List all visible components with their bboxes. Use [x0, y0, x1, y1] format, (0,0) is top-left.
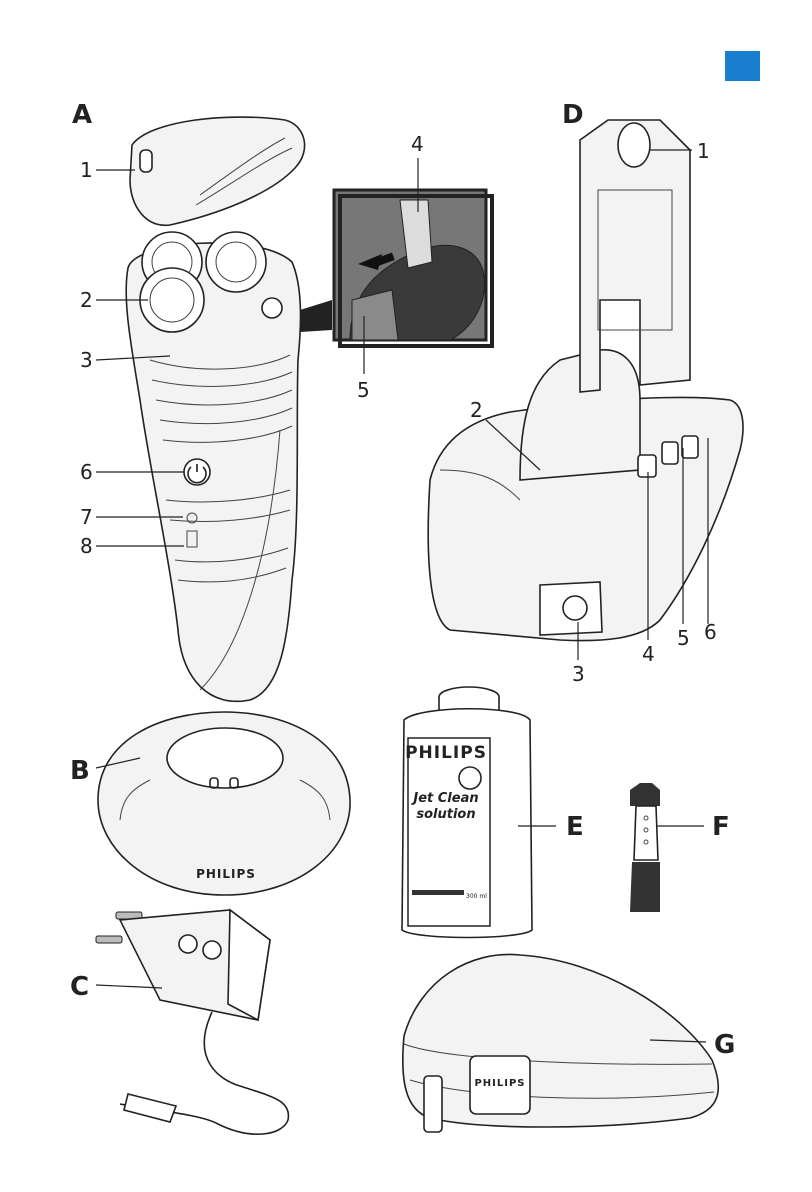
callout-a2: 2: [80, 288, 93, 312]
callout-a4: 4: [411, 132, 424, 156]
callout-a1: 1: [80, 158, 93, 182]
travel-pouch: PHILIPS: [403, 954, 719, 1132]
callout-a3: 3: [80, 348, 93, 372]
section-label-E: E: [566, 812, 584, 842]
power-adapter: [96, 910, 288, 1134]
section-label-D: D: [562, 100, 584, 130]
cleaning-solution-bottle: PHILIPS Jet Clean solution 300 ml: [402, 687, 556, 938]
section-label-B: B: [70, 756, 90, 786]
callout-d2: 2: [470, 398, 483, 422]
callout-d5: 5: [677, 626, 690, 650]
shaver-body: [126, 232, 300, 701]
bottle-product-line2: solution: [416, 807, 475, 822]
bottle-product-line1: Jet Clean: [410, 791, 478, 806]
callout-a7: 7: [80, 505, 93, 529]
callout-a8: 8: [80, 534, 93, 558]
callout-d1: 1: [697, 139, 710, 163]
section-label-F: F: [712, 812, 730, 842]
callout-d3: 3: [572, 662, 585, 686]
section-label-A: A: [72, 100, 92, 130]
callout-d6: 6: [704, 620, 717, 644]
callout-a5: 5: [357, 378, 370, 402]
pouch-brand: PHILIPS: [474, 1078, 525, 1089]
callout-d4: 4: [642, 642, 655, 666]
bottle-volume: 300 ml: [466, 893, 487, 900]
stand-brand: PHILIPS: [196, 867, 256, 881]
detail-inset: [300, 158, 492, 374]
shaver-protection-cap: [130, 117, 305, 225]
cleaning-brush: [630, 783, 704, 912]
section-label-G: G: [714, 1030, 735, 1060]
callout-a6: 6: [80, 460, 93, 484]
charging-stand: PHILIPS: [96, 712, 350, 895]
section-label-C: C: [70, 972, 89, 1002]
bottle-brand: PHILIPS: [405, 743, 487, 763]
